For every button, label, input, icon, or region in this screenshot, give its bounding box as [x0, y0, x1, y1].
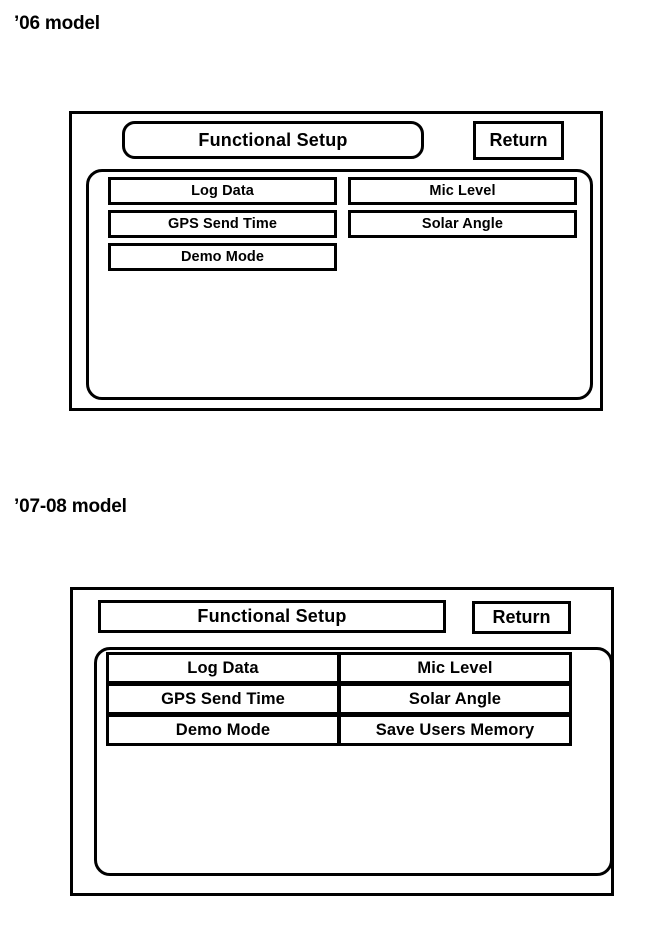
return-button[interactable]: Return — [473, 121, 564, 160]
device-panel-0708-model: Functional Setup Return Log Data GPS Sen… — [70, 587, 614, 896]
functional-setup-title-button[interactable]: Functional Setup — [122, 121, 424, 159]
menu-screen-area: Log Data GPS Send Time Demo Mode Mic Lev… — [94, 647, 613, 876]
menu-button-log-data[interactable]: Log Data — [106, 652, 340, 684]
return-button[interactable]: Return — [472, 601, 571, 634]
menu-screen-area: Log Data GPS Send Time Demo Mode Mic Lev… — [86, 169, 593, 400]
menu-button-mic-level[interactable]: Mic Level — [338, 652, 572, 684]
functional-setup-title-button[interactable]: Functional Setup — [98, 600, 446, 633]
menu-button-demo-mode[interactable]: Demo Mode — [106, 714, 340, 746]
menu-button-gps-send-time[interactable]: GPS Send Time — [106, 683, 340, 715]
menu-button-demo-mode[interactable]: Demo Mode — [108, 243, 337, 271]
section-heading-0708-model: ’07-08 model — [14, 496, 127, 517]
menu-button-mic-level[interactable]: Mic Level — [348, 177, 577, 205]
device-panel-06-model: Functional Setup Return Log Data GPS Sen… — [69, 111, 603, 411]
menu-button-save-users-memory[interactable]: Save Users Memory — [338, 714, 572, 746]
menu-button-solar-angle[interactable]: Solar Angle — [348, 210, 577, 238]
menu-button-log-data[interactable]: Log Data — [108, 177, 337, 205]
menu-button-solar-angle[interactable]: Solar Angle — [338, 683, 572, 715]
menu-button-gps-send-time[interactable]: GPS Send Time — [108, 210, 337, 238]
section-heading-06-model: ’06 model — [14, 13, 100, 34]
